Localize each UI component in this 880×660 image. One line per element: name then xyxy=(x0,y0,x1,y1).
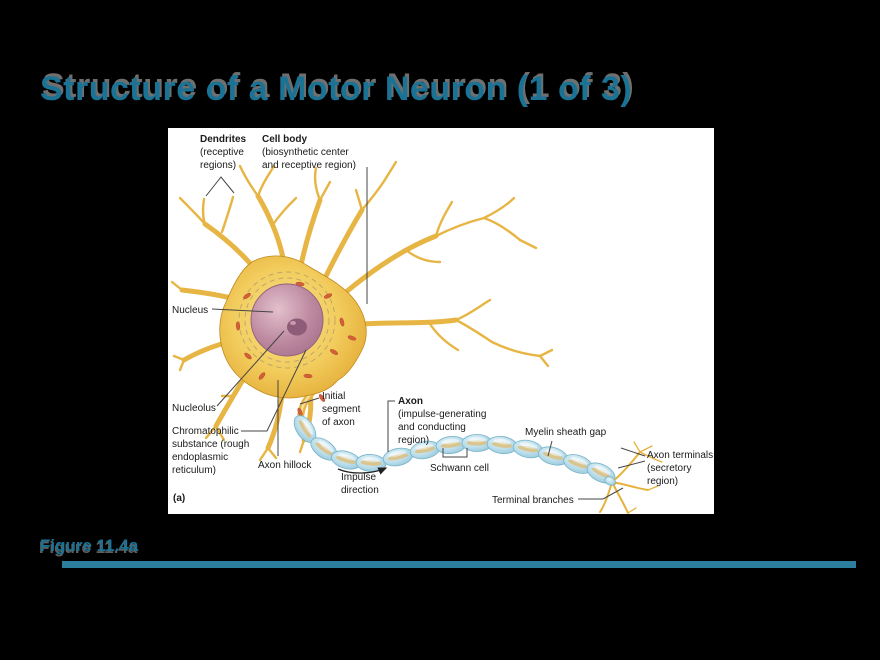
nucleus-shape xyxy=(250,283,324,357)
nucleolus-highlight xyxy=(290,321,296,325)
leader-lines xyxy=(205,167,646,500)
figure-panel: Dendrites (receptive regions) Cell body … xyxy=(168,128,714,514)
label-impulse-direction: Impulse direction xyxy=(341,472,379,496)
label-nucleolus: Nucleolus xyxy=(172,403,216,414)
label-terminal-branches: Terminal branches xyxy=(492,495,574,506)
slide-title: Structure of a Motor Neuron (1 of 3) xyxy=(40,70,633,108)
label-initial-segment: Initial segment of axon xyxy=(322,391,361,428)
impulse-direction-arrow xyxy=(337,467,388,475)
label-axon-terminals: Axon terminals (secretory region) xyxy=(647,450,714,487)
label-axon: Axon (impulse-generating and conducting … xyxy=(398,396,487,446)
label-schwann-cell: Schwann cell xyxy=(430,463,489,474)
neuron-illustration xyxy=(170,160,663,514)
label-nucleus: Nucleus xyxy=(172,305,209,316)
nucleolus-shape xyxy=(287,318,307,336)
figure-caption: Figure 11.4a xyxy=(40,536,139,555)
chromatophilic-speckles xyxy=(235,281,357,417)
label-axon-hillock: Axon hillock xyxy=(258,460,312,471)
panel-letter: (a) xyxy=(173,493,186,504)
er-rings xyxy=(238,271,336,369)
label-cell-body: Cell body (biosynthetic center and recep… xyxy=(262,134,356,171)
accent-bar xyxy=(62,561,856,568)
label-myelin-sheath-gap: Myelin sheath gap xyxy=(525,427,607,438)
label-dendrites: Dendrites (receptive regions) xyxy=(200,134,247,171)
label-chromatophilic-substance: Chromatophilic substance (rough endoplas… xyxy=(172,426,250,476)
terminal-knot xyxy=(604,476,616,486)
